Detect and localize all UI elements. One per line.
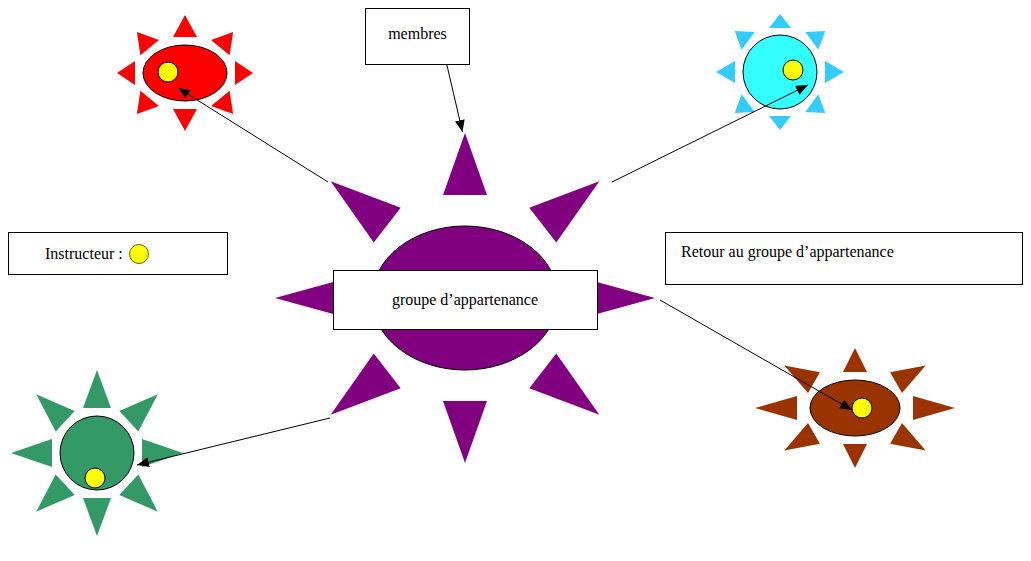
instructor-dot [158, 62, 178, 82]
sun-ray [529, 353, 599, 414]
legend-box: Instructeur : [8, 232, 228, 275]
sun-ray [735, 31, 755, 50]
sun-ray [173, 109, 197, 131]
group-arrow [178, 88, 328, 182]
node-label: membres [388, 25, 447, 43]
sun-ray [331, 181, 401, 242]
sun-ray [11, 439, 52, 467]
sun-ray [443, 133, 487, 195]
sun-ray [83, 498, 111, 536]
sun-ray [890, 366, 926, 393]
sun-ray [173, 15, 197, 37]
sun-figure [275, 133, 655, 463]
sun-ray [137, 91, 159, 114]
group-arrow [612, 85, 808, 182]
sun-ray [36, 475, 75, 512]
sun-ray [119, 394, 158, 431]
sun-ray [805, 31, 825, 50]
sun-ray [769, 116, 791, 130]
sun-ray [735, 94, 755, 113]
sun-body [743, 35, 817, 109]
sun-ray [755, 396, 797, 420]
callout-box: membres [365, 8, 470, 65]
sun-body [60, 416, 134, 490]
sun-ray [805, 94, 825, 113]
sun-ray [825, 61, 844, 83]
sun-ray [117, 61, 135, 85]
sun-ray [769, 14, 791, 28]
note-box: Retour au groupe d’appartenance [665, 232, 1023, 285]
sun-ray [716, 61, 735, 83]
sun-ray [36, 394, 75, 431]
node-label: Retour au groupe d’appartenance [681, 243, 894, 261]
sun-ray [211, 32, 233, 55]
sun-ray [890, 423, 926, 450]
sun-ray [142, 439, 183, 467]
sun-ray [843, 348, 867, 372]
node-label: groupe d’appartenance [392, 291, 538, 309]
sun-ray [331, 353, 401, 414]
sun-figure [755, 348, 955, 468]
sun-ray [119, 475, 158, 512]
sun-ray [913, 396, 955, 420]
legend-swatch [129, 244, 149, 264]
sun-ray [137, 32, 159, 55]
sun-body [372, 226, 558, 370]
instructor-dot [85, 468, 105, 488]
sun-ray [443, 401, 487, 463]
label-box: groupe d’appartenance [333, 270, 598, 330]
instructor-dot [852, 398, 872, 418]
sun-figure [117, 15, 253, 131]
sun-figure [716, 14, 844, 130]
connector-arrow [447, 65, 463, 132]
sun-figure [11, 370, 183, 536]
sun-ray [843, 444, 867, 468]
group-arrow [137, 418, 330, 465]
legend-label: Instructeur : [45, 245, 123, 263]
group-sun: groupe d’appartenance [275, 130, 660, 470]
sun-ray [235, 61, 253, 85]
sun-ray [529, 181, 599, 242]
instructor-dot [783, 60, 803, 80]
sun-ray [83, 370, 111, 408]
sun-ray [784, 423, 820, 450]
sun-body [810, 380, 900, 436]
group-arrow [660, 300, 852, 410]
